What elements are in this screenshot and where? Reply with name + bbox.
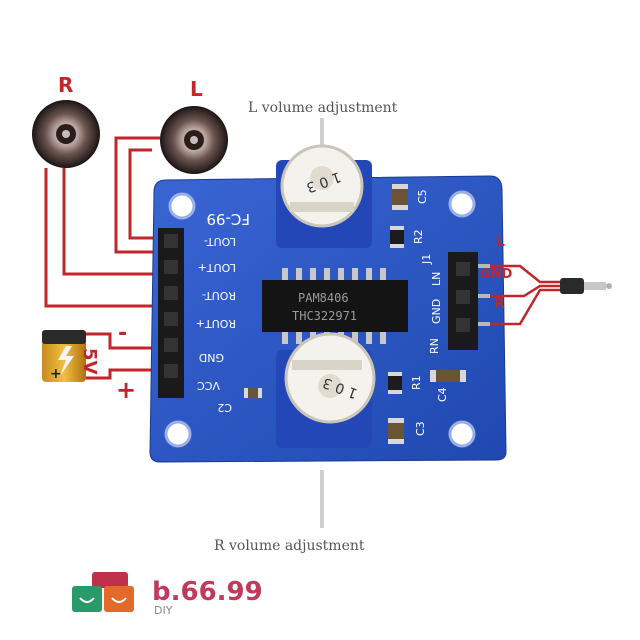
battery-icon: + — [42, 330, 86, 382]
chip-label-line1: PAM8406 — [298, 291, 349, 305]
svg-text:+: + — [50, 366, 62, 382]
chip-label-line2: THC322971 — [292, 309, 357, 323]
left-pin-labels: LOUT- LOUT+ ROUT- ROUT+ GND VCC — [196, 235, 236, 392]
pin-label-lout-minus: LOUT- — [204, 235, 236, 248]
component-labels: C5 R2 J1 R1 C4 C3 C2 — [217, 189, 449, 436]
jack-gnd-label: GND — [480, 267, 513, 282]
right-pin-header — [448, 252, 490, 350]
label-c3: C3 — [414, 421, 427, 436]
title-bottom: R volume adjustment — [214, 538, 365, 554]
label-c5: C5 — [416, 189, 429, 204]
board-name-label: FC-99 — [206, 210, 250, 228]
label-r1: R1 — [410, 375, 423, 390]
battery-minus-label: - — [118, 321, 127, 346]
speaker-right-label: R — [58, 73, 73, 97]
title-top: L volume adjustment — [248, 100, 398, 116]
pam8406-chip — [262, 268, 408, 344]
brand-name: b.66.99 — [152, 577, 263, 607]
jack-l-label: L — [496, 234, 505, 250]
pin-label-rn: RN — [428, 338, 441, 354]
brand-logo-icon — [72, 572, 134, 612]
top-pointer-line — [320, 118, 324, 170]
bottom-pointer-line — [320, 470, 324, 528]
pin-label-gnd: GND — [199, 351, 224, 364]
brand-sub: DIY — [154, 604, 173, 617]
pin-label-lout-plus: LOUT+ — [198, 261, 236, 274]
battery-wires — [86, 332, 168, 380]
pin-label-vcc: VCC — [197, 379, 220, 392]
speaker-left-label: L — [190, 77, 203, 101]
audio-jack-icon — [560, 278, 612, 294]
jack-wires — [490, 264, 560, 326]
speaker-right-icon — [32, 100, 100, 168]
left-volume-potentiometer: 1 0 3 — [276, 144, 372, 248]
smd-components — [244, 184, 466, 444]
label-c4: C4 — [436, 387, 449, 402]
battery-plus-label: + — [116, 376, 136, 404]
pin-label-ln: LN — [430, 272, 443, 286]
left-pin-header — [158, 228, 184, 398]
pin-label-rout-minus: ROUT- — [202, 289, 236, 302]
speaker-left-icon — [160, 106, 228, 174]
right-volume-potentiometer: 1 0 3 — [276, 332, 376, 448]
battery-voltage-label: 5V — [79, 348, 100, 375]
label-j1: J1 — [420, 254, 433, 265]
speaker-wires — [44, 136, 168, 308]
pin-label-gnd-right: GND — [430, 299, 443, 324]
label-c2: C2 — [217, 401, 232, 414]
right-pin-labels: LN GND RN — [428, 272, 443, 354]
label-r2: R2 — [412, 229, 425, 244]
pin-label-rout-plus: ROUT+ — [196, 317, 236, 330]
jack-r-label: R — [494, 296, 505, 312]
